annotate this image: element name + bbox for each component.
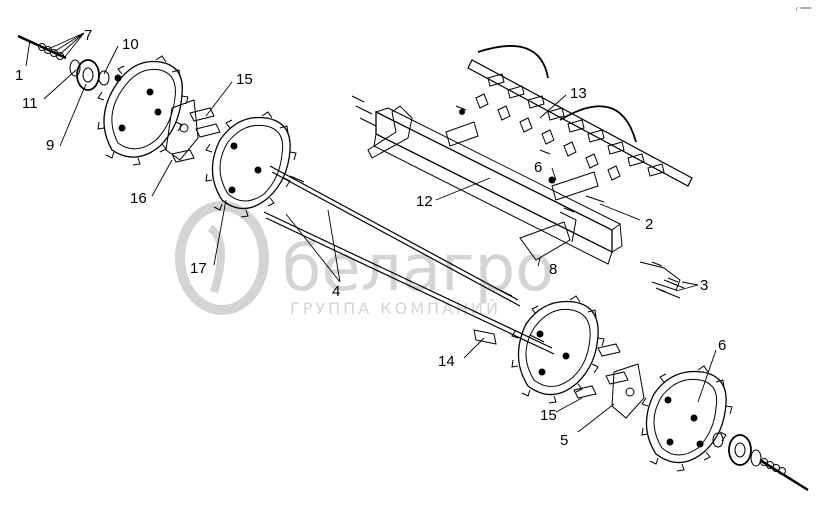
callout-5: 5 (560, 432, 568, 449)
comb-rack (467, 45, 693, 187)
right-inner-wheel (511, 295, 605, 404)
long-shafts (263, 165, 555, 355)
center-spacer (473, 329, 497, 345)
callout-6-top: 6 (534, 159, 542, 176)
callout-15-bottom: 15 (540, 407, 557, 424)
right-bolt (759, 458, 809, 492)
right-mount-plate (611, 363, 645, 419)
left-spacer-tubes (171, 107, 221, 163)
left-bearing (76, 59, 100, 91)
right-spacer-tubes (573, 343, 629, 399)
frame-right-bracket (519, 211, 577, 261)
brand-watermark: белагро ГРУППА КОМПАНИЙ (175, 201, 554, 318)
callout-9: 9 (46, 137, 54, 154)
frame-left-bracket (351, 95, 413, 159)
callout-17: 17 (190, 260, 207, 277)
small-bolts (455, 105, 679, 293)
comb-clamps (445, 109, 605, 203)
callout-4: 4 (332, 283, 340, 300)
left-outer-wheel (97, 55, 189, 166)
callout-8: 8 (549, 261, 557, 278)
callout-14: 14 (438, 353, 455, 370)
left-mount-plate (165, 99, 199, 161)
right-seal-ring (750, 449, 762, 467)
corner-mark: ┌ ═══ (795, 5, 812, 12)
right-outer-wheel (641, 365, 733, 472)
leader-lines (25, 32, 717, 433)
callout-7: 7 (84, 27, 92, 44)
callout-3: 3 (700, 277, 708, 294)
callout-13: 13 (570, 85, 587, 102)
frame-beam (373, 107, 623, 265)
callout-2: 2 (645, 216, 653, 233)
seal-ring (69, 59, 81, 77)
callout-15-top: 15 (236, 71, 253, 88)
callout-10: 10 (122, 36, 139, 53)
callout-6-bottom: 6 (718, 337, 726, 354)
callout-16: 16 (130, 190, 147, 207)
watermark-subtitle: ГРУППА КОМПАНИЙ (290, 299, 501, 318)
callout-1: 1 (15, 67, 23, 84)
right-bearing (728, 434, 752, 466)
left-bolt (17, 34, 67, 60)
callout-11: 11 (22, 95, 38, 112)
callout-labels: 1 2 3 4 5 6 6 7 8 9 10 11 12 13 14 15 15… (15, 27, 726, 449)
watermark-brand: белагро (282, 232, 554, 306)
left-inner-wheel (205, 111, 297, 218)
frame-right-end (639, 261, 685, 299)
callout-12: 12 (416, 193, 433, 210)
right-spacer-washer (712, 432, 724, 448)
spacer-washer (98, 70, 110, 86)
